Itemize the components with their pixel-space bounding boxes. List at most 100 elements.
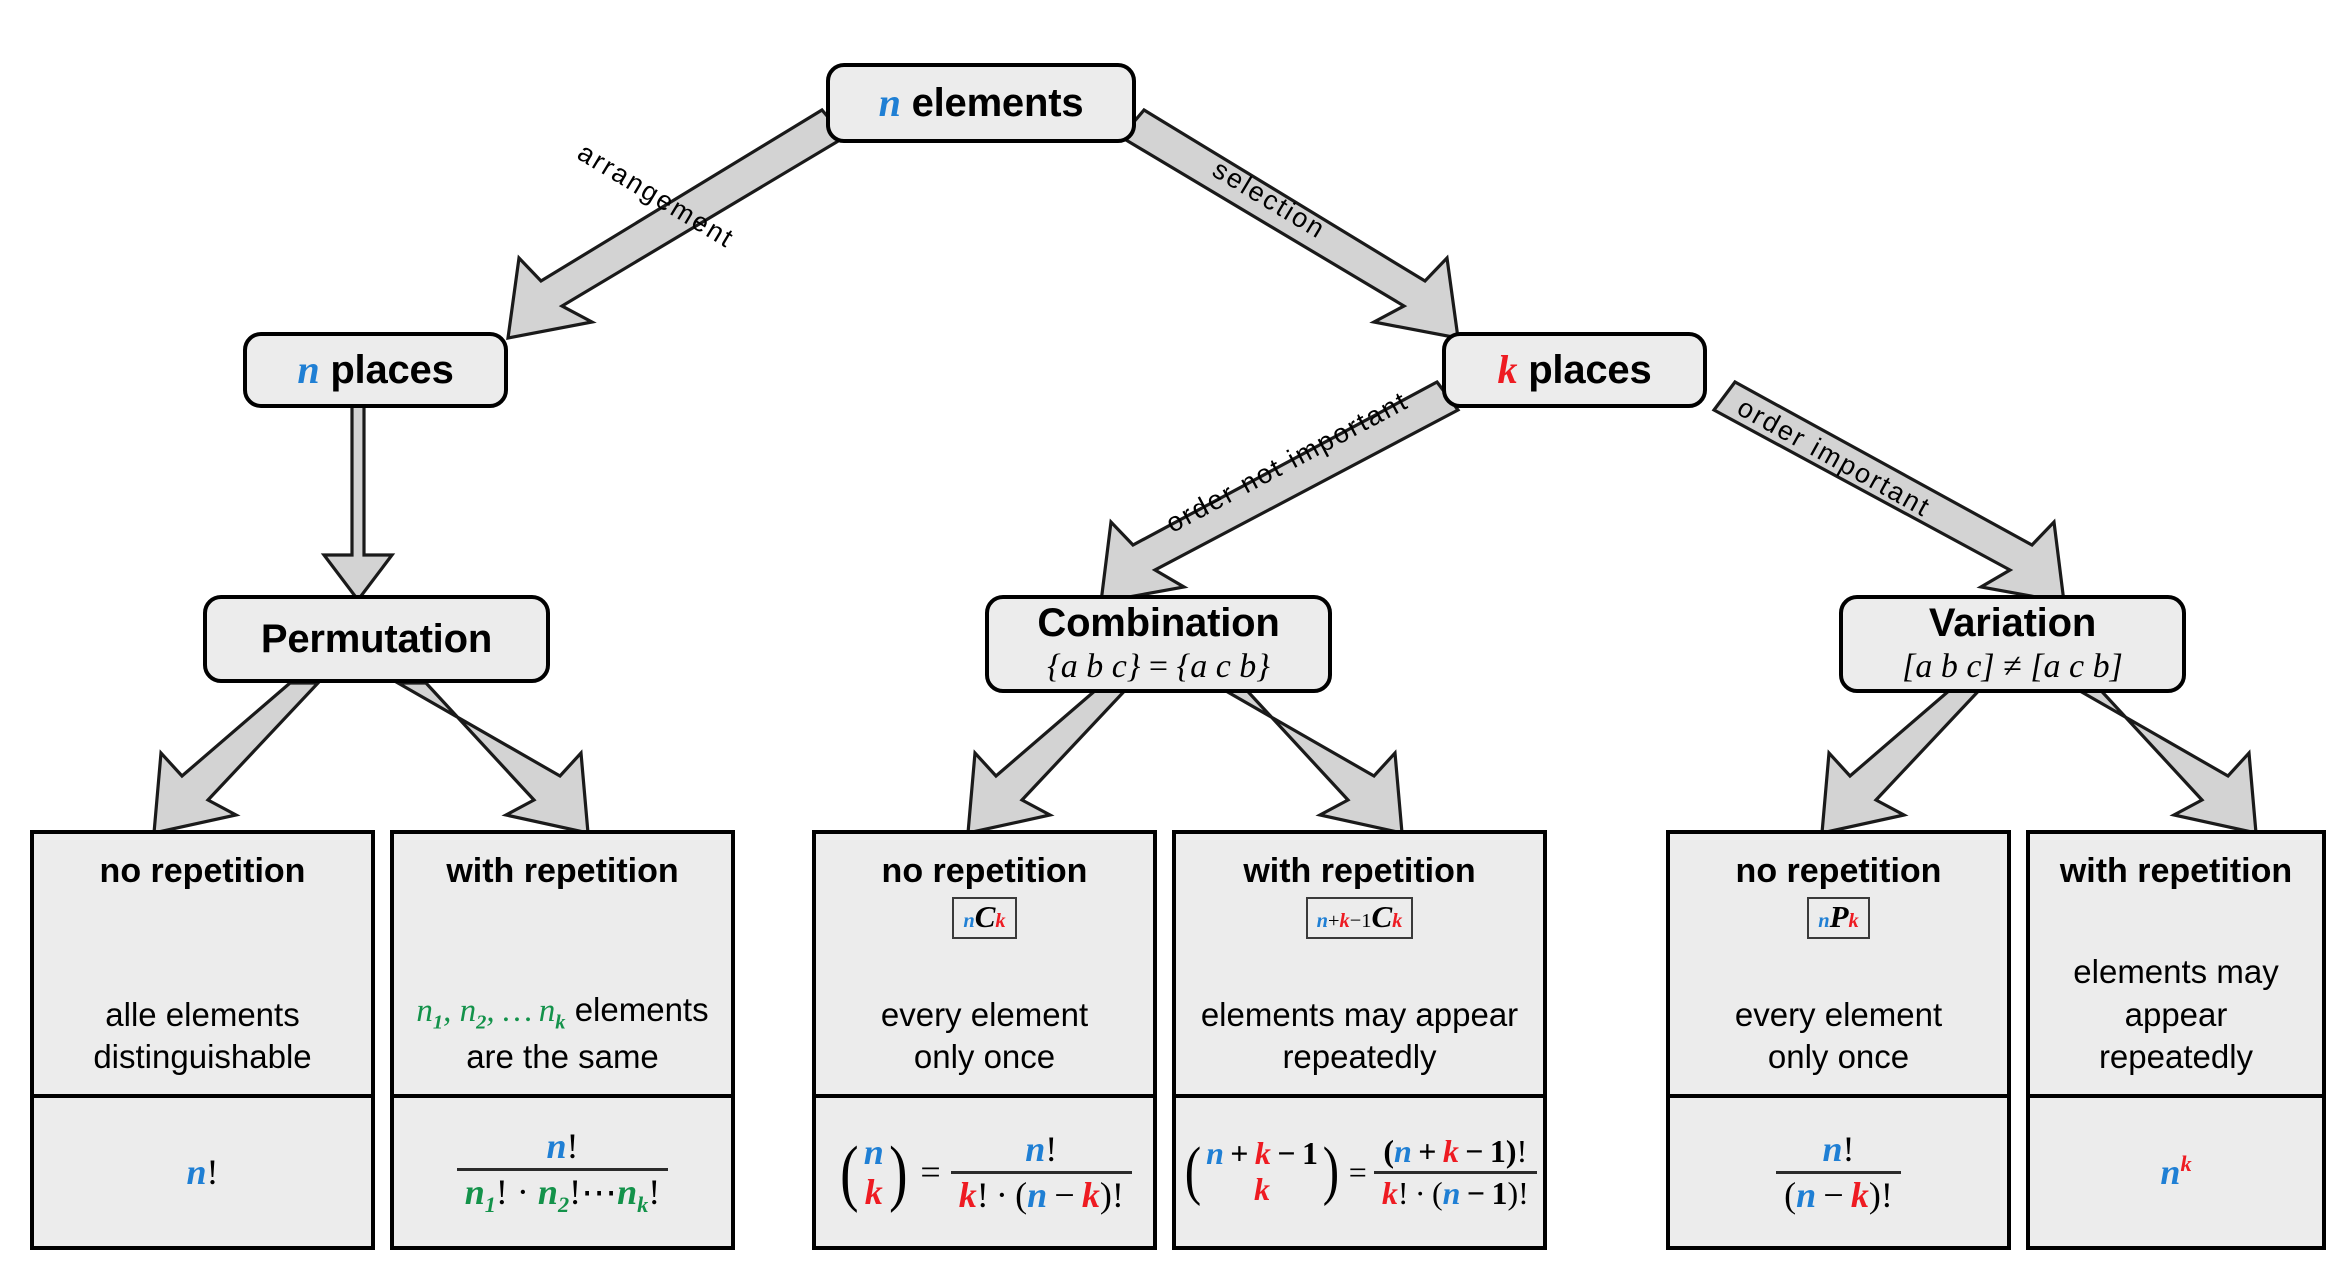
- variation-example-right: [a c b]: [2030, 648, 2123, 686]
- leaf-head: no repetition: [881, 852, 1088, 890]
- leaf-formula: nk: [2030, 1094, 2322, 1246]
- arrow-combination-with-repetition: [1205, 681, 1404, 836]
- node-combination[interactable]: Combination {a b c} = {a c b}: [985, 595, 1332, 693]
- badge-sub-k: k: [1392, 910, 1403, 933]
- numerator: (n + k − 1)!: [1383, 1132, 1528, 1169]
- var-k: k: [1497, 347, 1518, 392]
- badge-C: C: [974, 899, 996, 935]
- leaf-top: with repetition n+k−1Ck elements may app…: [1176, 834, 1543, 1094]
- node-k-places[interactable]: k places: [1442, 332, 1707, 408]
- binomial-coefficient: ( n k ): [837, 1132, 910, 1213]
- leaf-permutation-no-repetition[interactable]: no repetition alle elements distinguisha…: [30, 830, 375, 1250]
- badge-sub-n: n: [1818, 910, 1830, 933]
- leaf-permutation-with-repetition[interactable]: with repetition n1, n2, … nk elements ar…: [390, 830, 735, 1250]
- combination-example-right: {a c b}: [1176, 648, 1270, 686]
- leaf-desc-line: repeatedly: [1282, 1037, 1437, 1075]
- leaf-combination-with-repetition[interactable]: with repetition n+k−1Ck elements may app…: [1172, 830, 1547, 1250]
- badge-subscript: n+k−1: [1316, 910, 1372, 933]
- leaf-desc-line: are the same: [466, 1037, 659, 1075]
- edge-label-selection: selection: [1207, 154, 1332, 245]
- var-n: n: [297, 347, 320, 392]
- leaf-desc-line: distinguishable: [93, 1037, 312, 1075]
- leaf-formula: n!: [34, 1094, 371, 1246]
- leaf-formula: n! n1! · n2!⋯nk!: [394, 1094, 731, 1246]
- fraction: n! n1! · n2!⋯nk!: [456, 1125, 669, 1217]
- arrow-permutation-no-repetition: [152, 681, 322, 836]
- leaf-description: n1, n2, … nk elements are the same: [402, 989, 723, 1078]
- equation: ( n k ) = n! k! · (n − k)!: [837, 1128, 1132, 1215]
- node-permutation[interactable]: Permutation: [203, 595, 550, 683]
- node-variation-example: [a b c] ≠ [a c b]: [1902, 647, 2123, 686]
- equals-sign: =: [1348, 1153, 1367, 1190]
- leaf-top: no repetition alle elements distinguisha…: [34, 834, 371, 1094]
- denominator: k! · (n − 1)!: [1373, 1170, 1537, 1211]
- badge-C: C: [1371, 899, 1393, 935]
- notation-badge-npkm1Ck: n+k−1Ck: [1305, 897, 1414, 939]
- numerator: n!: [546, 1125, 579, 1166]
- node-n-elements-text: elements: [911, 81, 1084, 125]
- right-paren: ): [888, 1130, 908, 1213]
- arrow-permutation-with-repetition: [391, 681, 590, 836]
- equals-sign: =: [920, 1152, 941, 1192]
- leaf-desc-line: elements may appear: [1200, 995, 1519, 1033]
- leaf-variation-with-repetition[interactable]: with repetition elements may appear repe…: [2026, 830, 2326, 1250]
- leaf-description: every element only once: [824, 994, 1145, 1078]
- node-k-places-text: places: [1528, 348, 1652, 392]
- binom-stack: n k: [862, 1132, 886, 1213]
- node-permutation-title: Permutation: [260, 617, 493, 661]
- node-combination-title: Combination: [1037, 601, 1280, 646]
- edge-label-order-important: order important: [1732, 392, 1936, 524]
- variation-example-op: ≠: [2003, 648, 2022, 686]
- node-n-places-text: places: [330, 348, 454, 392]
- numerator: n!: [1025, 1128, 1058, 1169]
- denominator: k! · (n − k)!: [950, 1170, 1132, 1215]
- leaf-head: no repetition: [99, 852, 306, 890]
- notation-badge-nPk: nPk: [1807, 897, 1870, 939]
- leaf-head: with repetition: [446, 852, 679, 890]
- badge-sub-k: k: [1848, 910, 1859, 933]
- formula-n: n: [186, 1152, 207, 1192]
- badge-sub-n: n: [963, 910, 975, 933]
- node-n-places-label: n places: [297, 347, 454, 393]
- combination-example-left: {a b c}: [1047, 648, 1141, 686]
- green-vars: n1, n2, … nk: [416, 993, 566, 1034]
- node-n-elements-label: n elements: [879, 81, 1084, 126]
- node-n-places[interactable]: n places: [243, 332, 508, 408]
- power-expression: nk: [2160, 1151, 2192, 1192]
- leaf-formula: ( n + k − 1 k ) = (n + k − 1)! k! · (n −…: [1176, 1094, 1543, 1246]
- equation: ( n + k − 1 k ) = (n + k − 1)! k! · (n −…: [1182, 1134, 1537, 1210]
- node-n-elements[interactable]: n elements: [826, 63, 1136, 143]
- leaf-variation-no-repetition[interactable]: no repetition nPk every element only onc…: [1666, 830, 2011, 1250]
- leaf-head: with repetition: [1243, 852, 1476, 890]
- leaf-formula: n! (n − k)!: [1670, 1094, 2007, 1246]
- left-paren: (: [840, 1130, 859, 1213]
- denominator: n1! · n2!⋯nk!: [456, 1167, 669, 1217]
- leaf-top: with repetition n1, n2, … nk elements ar…: [394, 834, 731, 1094]
- leaf-description: elements may appear repeatedly: [1184, 994, 1535, 1078]
- arrow-variation-no-repetition: [1820, 681, 1990, 836]
- fraction: n! k! · (n − k)!: [950, 1128, 1132, 1215]
- badge-sub-k: k: [995, 910, 1006, 933]
- notation-badge-nCk: nCk: [952, 897, 1017, 939]
- badge-P: P: [1829, 899, 1849, 935]
- left-paren: (: [1184, 1135, 1202, 1208]
- right-paren: ): [1322, 1135, 1340, 1208]
- leaf-desc-line: only once: [913, 1037, 1056, 1075]
- leaf-formula: ( n k ) = n! k! · (n − k)!: [816, 1094, 1153, 1246]
- leaf-description: alle elements distinguishable: [42, 994, 363, 1078]
- leaf-combination-no-repetition[interactable]: no repetition nCk every element only onc…: [812, 830, 1157, 1250]
- leaf-top: no repetition nCk every element only onc…: [816, 834, 1153, 1094]
- node-variation[interactable]: Variation [a b c] ≠ [a c b]: [1839, 595, 2186, 693]
- denominator: (n − k)!: [1776, 1170, 1901, 1215]
- fraction: (n + k − 1)! k! · (n − 1)!: [1373, 1132, 1537, 1211]
- binom-top: n + k − 1: [1206, 1135, 1318, 1172]
- leaf-desc-line: n1, n2, … nk elements: [402, 989, 723, 1036]
- leaf-desc-line: only once: [1767, 1037, 1910, 1075]
- binom-bottom: k: [864, 1172, 883, 1212]
- fraction: n! (n − k)!: [1776, 1129, 1901, 1215]
- binom-stack: n + k − 1 k: [1204, 1135, 1320, 1208]
- leaf-desc-line: elements may appear: [2073, 953, 2279, 1033]
- arrow-combination-no-repetition: [966, 681, 1136, 836]
- binom-bottom: k: [1254, 1171, 1270, 1207]
